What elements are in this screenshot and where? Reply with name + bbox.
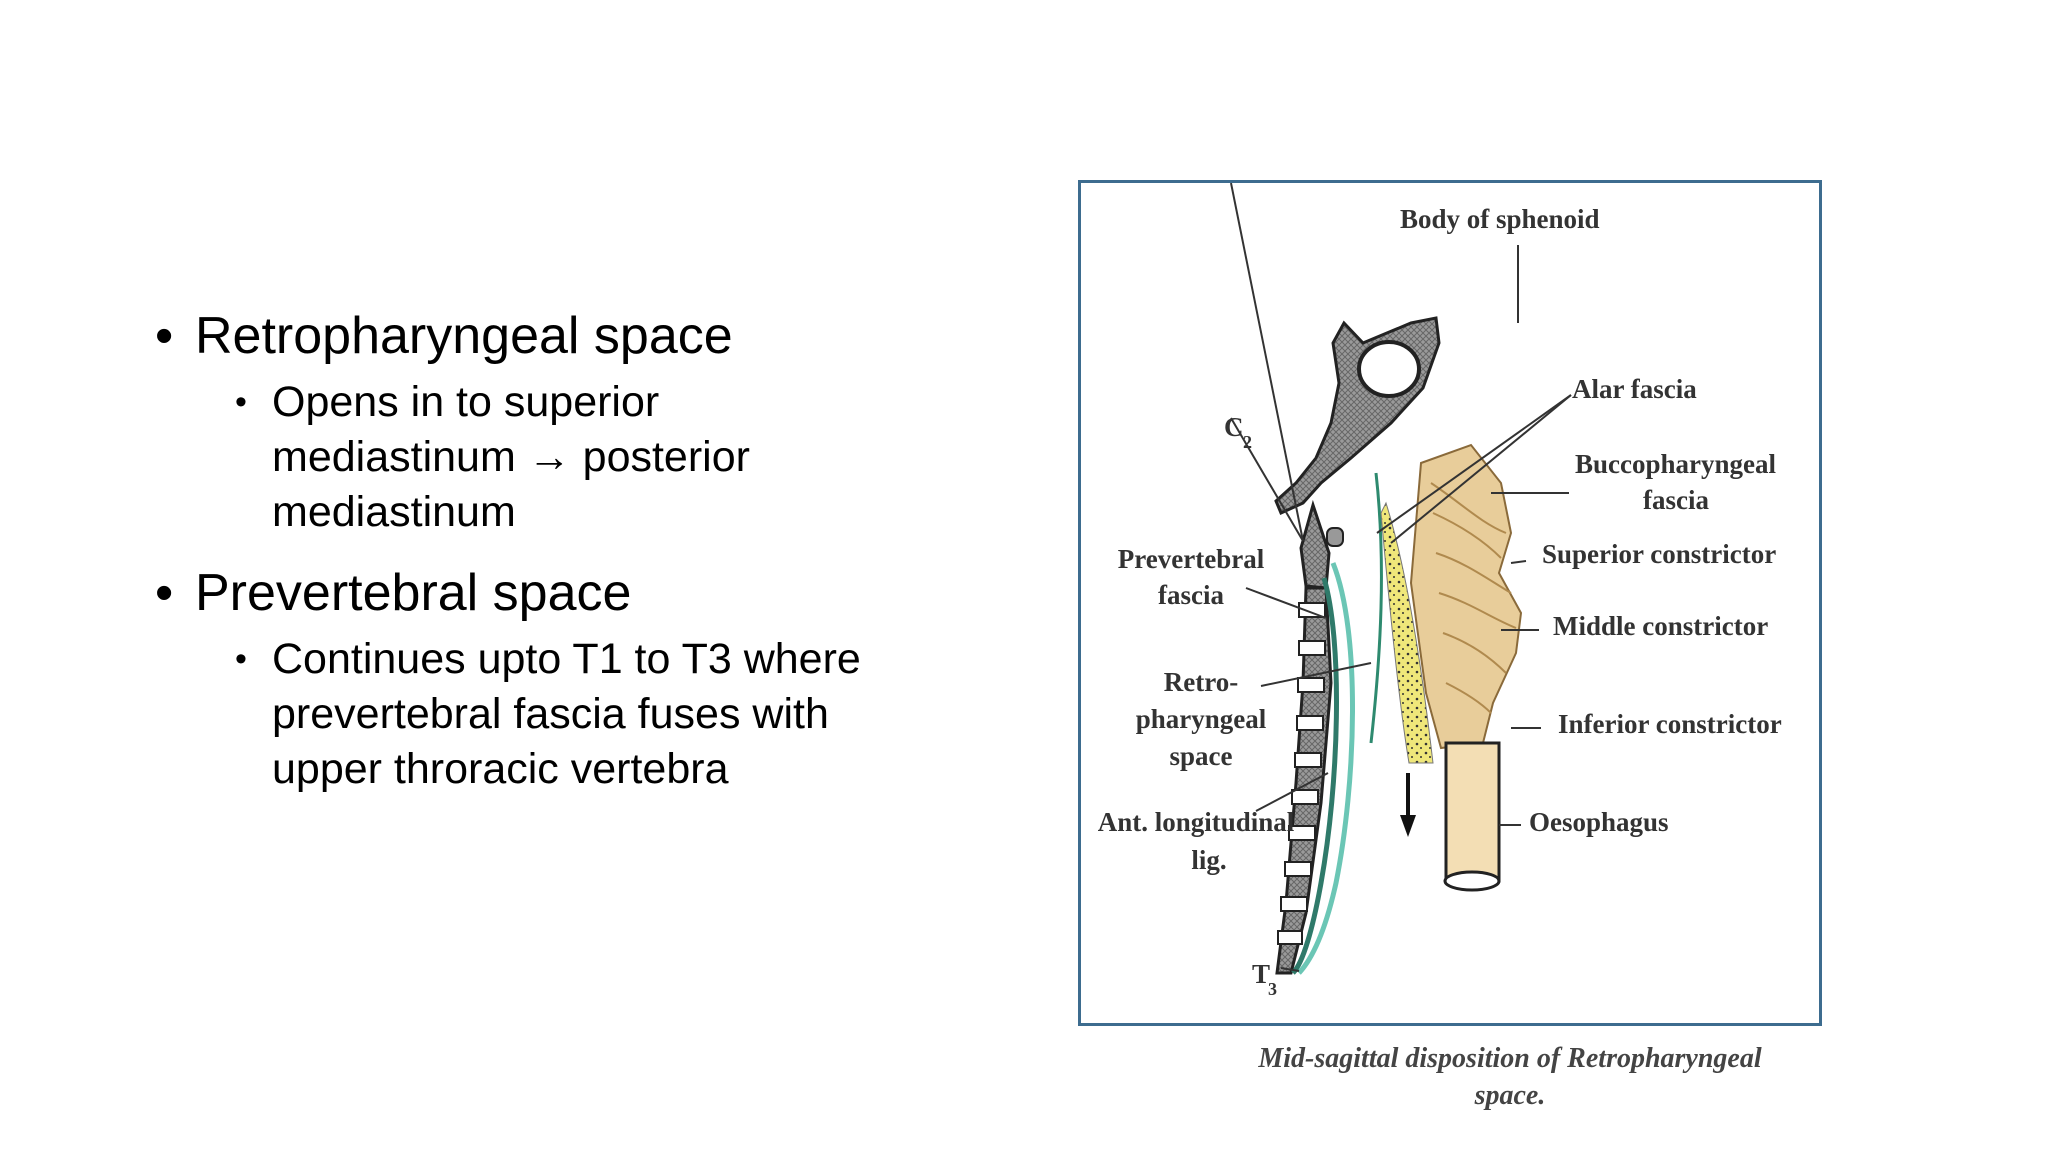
sub-bullet-line: mediastinum → posterior — [272, 430, 985, 485]
sub-bullet-text: mediastinum → posterior — [272, 433, 750, 481]
sub-bullet-text: mediastinum — [272, 488, 516, 536]
bullet-dot: • — [155, 307, 174, 365]
caption-line-1: Mid-sagittal disposition of Retropharyng… — [1258, 1043, 1762, 1074]
label-superior-constrictor: Superior constrictor — [1542, 539, 1776, 569]
sub-bullet-line: mediastinum — [272, 485, 985, 540]
sub-bullet-line: • Continues upto T1 to T3 where — [235, 632, 985, 687]
caption-line-2: space. — [1474, 1080, 1546, 1111]
bullet-retropharyngeal: • Retropharyngeal space — [155, 305, 985, 367]
sub-bullet-line: upper throracic vertebra — [272, 742, 985, 797]
label-ant-longitudinal: Ant. longitudinal — [1098, 807, 1295, 837]
label-middle-constrictor: Middle constrictor — [1553, 611, 1768, 641]
sub-bullet-prevertebral: • Continues upto T1 to T3 where preverte… — [155, 632, 985, 797]
anatomy-diagram: Body of sphenoid Alar fascia Buccopharyn… — [1098, 182, 1782, 999]
label-c2-subscript: 2 — [1243, 432, 1252, 452]
dens-c2 — [1299, 499, 1331, 590]
muscle-striations — [1430, 482, 1517, 714]
atlas-arch — [1326, 527, 1344, 547]
label-c2: C — [1224, 412, 1244, 442]
sub-bullet-text: Continues upto T1 to T3 where — [272, 635, 861, 683]
label-body-of-sphenoid: Body of sphenoid — [1400, 204, 1600, 234]
label-t3: T — [1252, 959, 1270, 989]
prevertebral-fascia — [1297, 562, 1355, 975]
oesophagus-lumen — [1443, 870, 1501, 892]
sub-bullet-dot: • — [235, 383, 247, 421]
label-inferior-constrictor: Inferior constrictor — [1558, 709, 1782, 739]
bullet-text: Retropharyngeal space — [195, 307, 733, 365]
label-pharyngeal: pharyngeal — [1136, 704, 1267, 734]
sphenoid-sinus — [1357, 340, 1421, 398]
sphenoid-bone — [1274, 316, 1441, 516]
label-space: space — [1170, 741, 1233, 771]
retropharyngeal-space — [1380, 501, 1434, 764]
bullet-prevertebral: • Prevertebral space — [155, 562, 985, 624]
label-lig: lig. — [1191, 845, 1226, 875]
sub-bullet-line: prevertebral fascia fuses with — [272, 687, 985, 742]
vertebral-discs — [1277, 602, 1326, 945]
label-prevertebral: Prevertebral — [1118, 544, 1265, 574]
ant-longitudinal-ligament — [1291, 577, 1339, 975]
label-alar-fascia: Alar fascia — [1572, 374, 1697, 404]
label-retro: Retro- — [1164, 667, 1238, 697]
slide-bullets: • Retropharyngeal space • Opens in to su… — [155, 305, 985, 819]
oesophagus — [1444, 741, 1501, 883]
label-t3-subscript: 3 — [1268, 979, 1277, 999]
sub-bullet-text: prevertebral fascia fuses with — [272, 690, 829, 738]
sub-bullet-dot: • — [235, 640, 247, 678]
down-arrow-head — [1400, 815, 1416, 837]
alar-fascia — [1369, 472, 1383, 744]
figure-caption: Mid-sagittal disposition of Retropharyng… — [1140, 1040, 1880, 1114]
sub-bullet-text: Opens in to superior — [272, 378, 660, 426]
bullet-dot: • — [155, 564, 174, 622]
pharyngeal-muscles — [1409, 443, 1523, 750]
leader-lines — [1230, 182, 1572, 972]
label-buccopharyngeal-fascia: fascia — [1643, 485, 1709, 515]
sub-bullet-retropharyngeal: • Opens in to superior mediastinum → pos… — [155, 375, 985, 540]
bullet-text: Prevertebral space — [195, 564, 632, 622]
sub-bullet-line: • Opens in to superior — [235, 375, 985, 430]
label-prevertebral-fascia: fascia — [1158, 580, 1224, 610]
sub-bullet-text: upper throracic vertebra — [272, 745, 729, 793]
label-buccopharyngeal: Buccopharyngeal — [1575, 449, 1777, 479]
label-oesophagus: Oesophagus — [1529, 807, 1669, 837]
anatomy-figure: Body of sphenoid Alar fascia Buccopharyn… — [1078, 180, 1822, 1026]
